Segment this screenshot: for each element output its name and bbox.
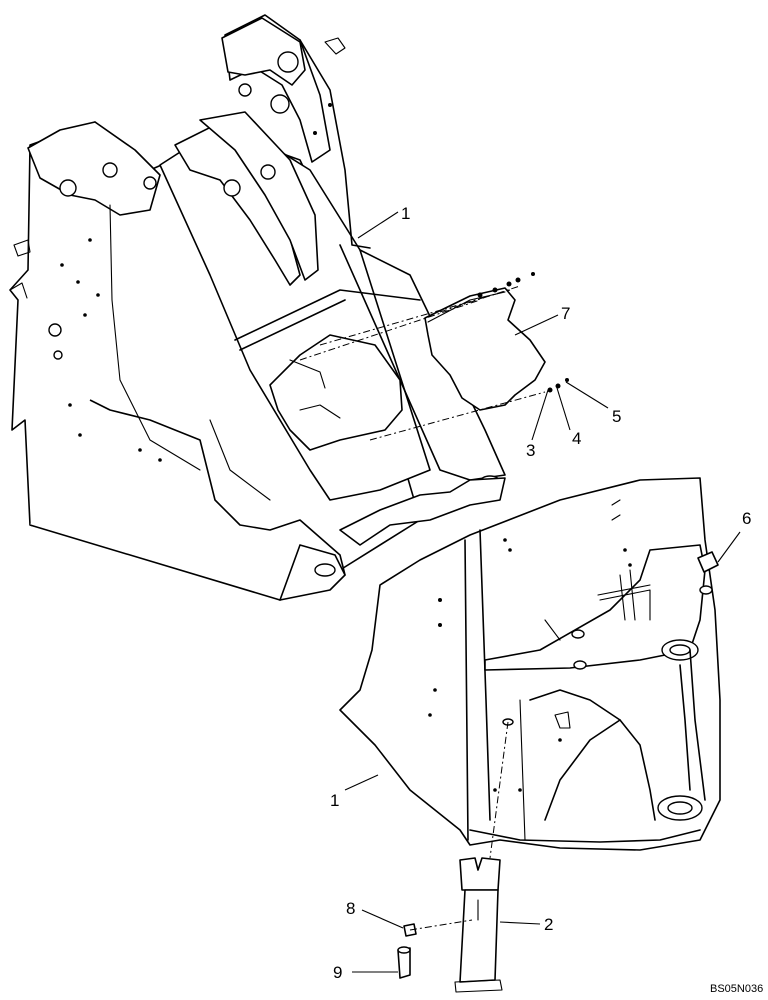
drawing-reference-code: BS05N036 xyxy=(710,983,763,995)
callout-7: 7 xyxy=(561,304,570,323)
callout-labels: 1 1 2 3 4 5 6 7 8 9 xyxy=(330,204,751,982)
pin-and-nut xyxy=(397,919,473,979)
callout-6: 6 xyxy=(742,509,751,528)
rear-frame xyxy=(339,477,721,851)
cover-plate xyxy=(424,287,546,411)
cover-hardware xyxy=(299,272,569,441)
callout-9: 9 xyxy=(333,963,342,982)
callout-1-lower: 1 xyxy=(330,791,339,810)
callout-2: 2 xyxy=(544,915,553,934)
callout-8: 8 xyxy=(346,899,355,918)
callout-3: 3 xyxy=(526,441,535,460)
support-bracket xyxy=(454,721,509,993)
leader-lines xyxy=(344,211,741,973)
front-frame xyxy=(9,14,506,601)
callout-1-upper: 1 xyxy=(401,204,410,223)
callout-5: 5 xyxy=(612,407,621,426)
callout-4: 4 xyxy=(572,429,581,448)
